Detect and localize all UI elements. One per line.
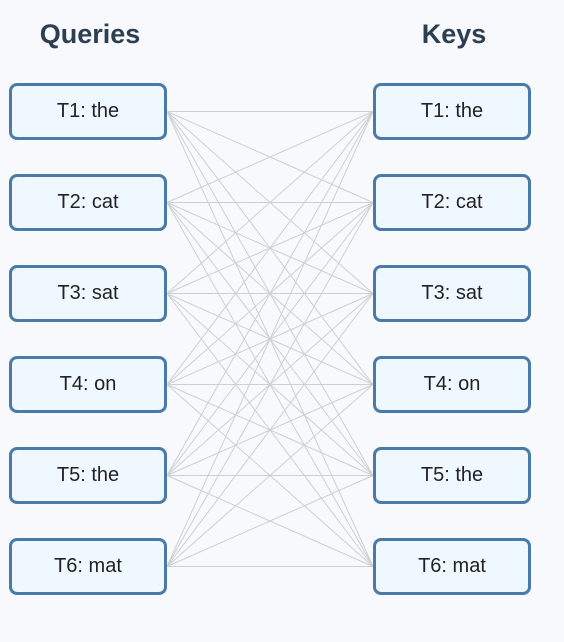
key-token-4: T4: on	[373, 356, 531, 413]
key-token-3: T3: sat	[373, 265, 531, 322]
attention-link-q2-k1	[166, 111, 374, 203]
key-token-6: T6: mat	[373, 538, 531, 595]
queries-column-title: Queries	[39, 19, 141, 49]
attention-link-q5-k1	[166, 111, 374, 476]
attention-link-q6-k1	[166, 111, 374, 567]
query-token-2: T2: cat	[9, 174, 167, 231]
attention-link-q3-k1	[166, 111, 374, 294]
key-token-2: T2: cat	[373, 174, 531, 231]
attention-link-q4-k1	[166, 111, 374, 385]
query-token-5: T5: the	[9, 447, 167, 504]
key-token-5: T5: the	[373, 447, 531, 504]
query-token-4: T4: on	[9, 356, 167, 413]
attention-link-q6-k5	[166, 475, 374, 567]
attention-link-q6-k2	[166, 202, 374, 567]
key-token-1: T1: the	[373, 83, 531, 140]
keys-column-title: Keys	[421, 19, 487, 49]
query-token-3: T3: sat	[9, 265, 167, 322]
attention-link-q6-k4	[166, 384, 374, 567]
query-token-6: T6: mat	[9, 538, 167, 595]
attention-link-q6-k3	[166, 293, 374, 567]
query-token-1: T1: the	[9, 83, 167, 140]
